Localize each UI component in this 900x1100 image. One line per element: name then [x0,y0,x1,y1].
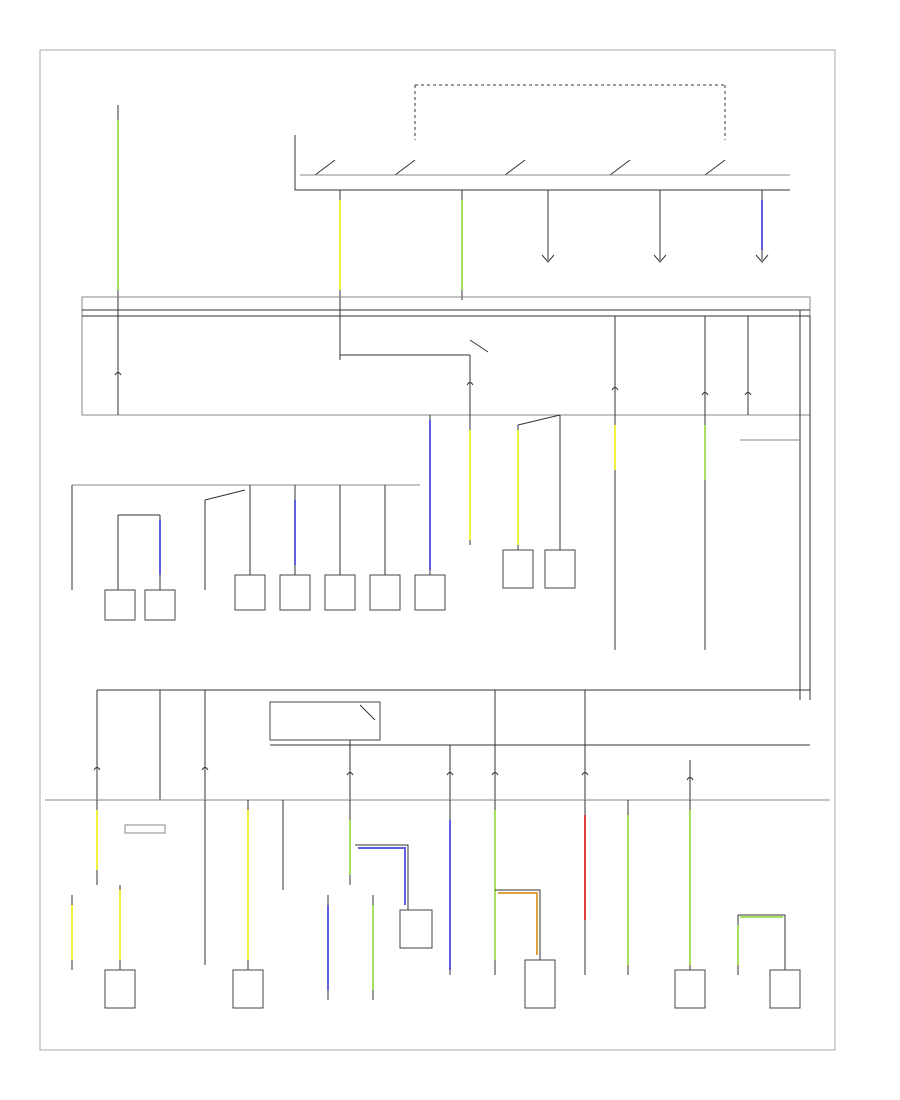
component-box [399,909,433,949]
component-box [369,574,401,611]
fuse-icon [744,392,752,396]
ignition-switch-block [117,84,790,300]
component-box [144,589,176,621]
fuse-icon [686,777,694,781]
bottom-loads [71,800,801,1009]
component-box [104,589,136,621]
component-box [324,574,356,611]
under-dash-fuse-box [45,689,830,834]
component-box [232,969,264,1009]
component-box [414,574,446,611]
switch-contacts [300,159,790,176]
fuse-icon [581,772,589,776]
diagram-frame [39,49,836,1051]
fuse-icon [346,772,354,776]
component-box [544,549,576,589]
fuse-icon [114,372,122,376]
relay-box [269,701,381,741]
component-box [502,549,534,589]
component-box [104,969,136,1009]
component-box [524,959,556,1009]
fuse-icon [491,772,499,776]
fuse-icon [701,392,709,396]
fuse-icon [611,387,619,391]
component-box [234,574,266,611]
middle-loads [71,414,706,650]
fuse-icon [446,772,454,776]
wire-blue-5 [358,847,406,905]
fuse-icon [466,382,474,386]
fuse-icon [93,767,101,771]
component-box [769,969,801,1009]
component-box [279,574,311,611]
fuse-icon [201,767,209,771]
wire-orange-1 [498,892,538,955]
component-box [674,969,706,1009]
underhood-fuse-box [81,296,811,700]
